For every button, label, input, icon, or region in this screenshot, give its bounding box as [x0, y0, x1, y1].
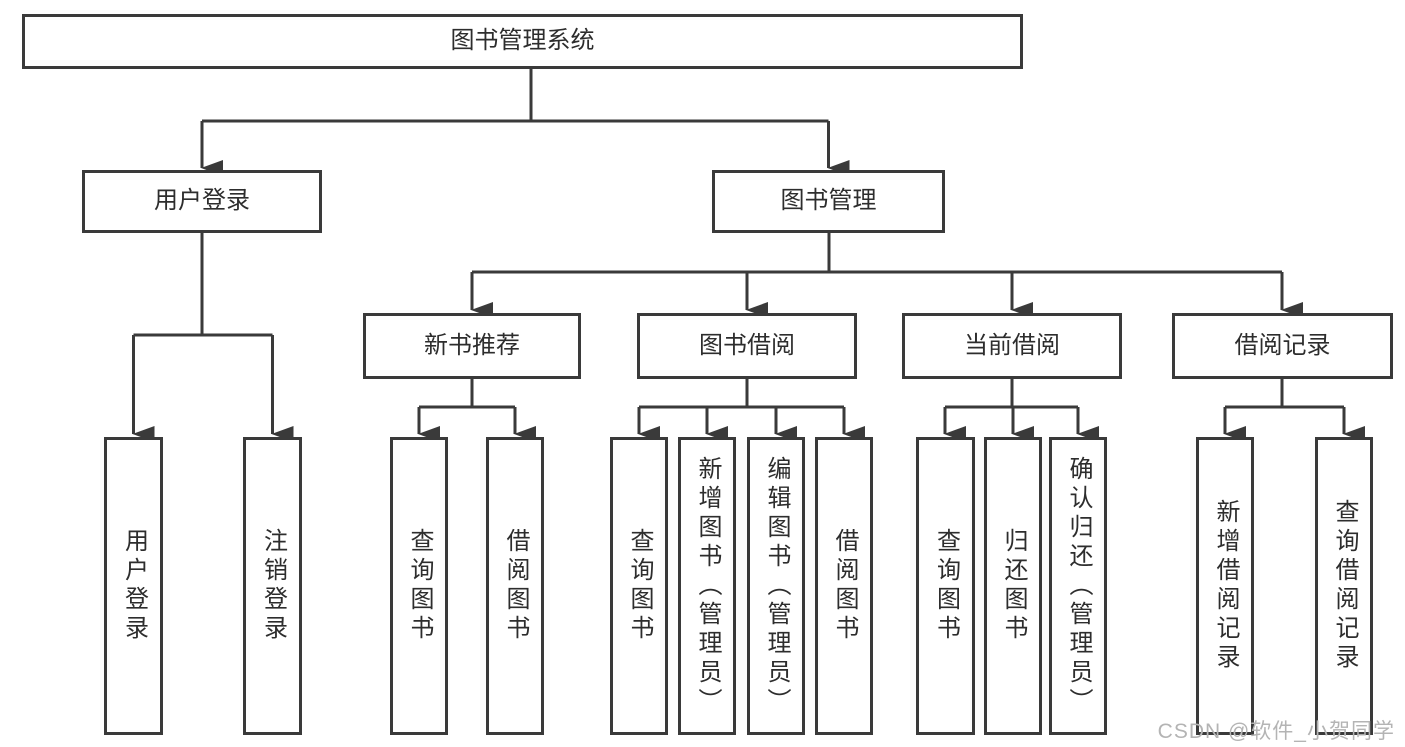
- leaf-br-query-record: 查询借阅记录: [1315, 437, 1373, 735]
- leaf-cb-return-books: 归还图书: [984, 437, 1042, 735]
- leaf-bb-edit-books-admin: 编辑图书（管理员）: [747, 437, 805, 735]
- node-book-management: 图书管理: [712, 170, 945, 233]
- leaf-bb-query-books: 查询图书: [610, 437, 668, 735]
- watermark: CSDN @软件_小贺同学: [1157, 720, 1395, 743]
- leaf-cb-confirm-return-admin: 确认归还（管理员）: [1049, 437, 1107, 735]
- leaf-nb-query-books: 查询图书: [390, 437, 448, 735]
- node-book-borrowing: 图书借阅: [637, 313, 857, 379]
- node-library-management-system: 图书管理系统: [22, 14, 1023, 69]
- leaf-bb-borrow-books: 借阅图书: [815, 437, 873, 735]
- leaf-nb-borrow-books: 借阅图书: [486, 437, 544, 735]
- leaf-cb-query-books: 查询图书: [916, 437, 975, 735]
- leaf-bb-add-books-admin: 新增图书（管理员）: [678, 437, 736, 735]
- node-borrowing-records: 借阅记录: [1172, 313, 1393, 379]
- leaf-br-add-record: 新增借阅记录: [1196, 437, 1254, 735]
- node-new-book-recommendation: 新书推荐: [363, 313, 581, 379]
- node-current-borrowing: 当前借阅: [902, 313, 1122, 379]
- leaf-logout: 注销登录: [243, 437, 302, 735]
- leaf-user-login: 用户登录: [104, 437, 163, 735]
- node-user-login: 用户登录: [82, 170, 322, 233]
